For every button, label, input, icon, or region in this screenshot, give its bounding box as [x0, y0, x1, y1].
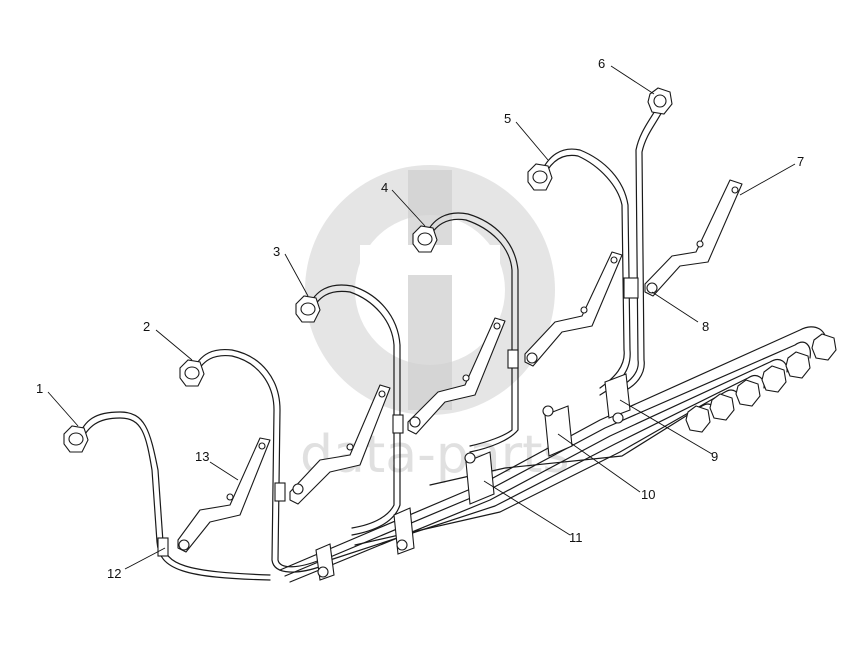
injection-pipe-1 [77, 411, 271, 581]
bracket-7 [644, 179, 743, 297]
callout-1: 1 [36, 381, 43, 396]
watermark-logo [305, 165, 555, 415]
clamp-10 [544, 405, 573, 457]
callout-10: 10 [641, 487, 655, 502]
union-nut-2 [179, 359, 205, 387]
callouts: 1 2 3 4 5 6 7 8 9 10 11 12 13 [36, 56, 804, 581]
union-nut-b4 [735, 379, 761, 407]
union-nut-6 [647, 87, 673, 115]
union-nut-3 [295, 295, 321, 323]
callout-11: 11 [569, 530, 583, 545]
injection-pipe-4 [424, 212, 519, 453]
callout-7: 7 [797, 154, 804, 169]
union-nut-5 [527, 163, 553, 191]
injection-pipe-6 [617, 101, 665, 393]
clamp-8 [623, 277, 639, 299]
callout-9: 9 [711, 449, 718, 464]
callout-4: 4 [381, 180, 388, 195]
union-nut-b6 [685, 405, 711, 433]
injection-pipe-2 [191, 348, 323, 573]
clamps [157, 277, 658, 581]
leader-lines [47, 65, 796, 570]
union-nut-4 [412, 225, 438, 253]
clamp-9 [604, 373, 631, 419]
brackets [177, 179, 743, 553]
callout-3: 3 [273, 244, 280, 259]
clamp-11 [465, 451, 495, 505]
callout-12: 12 [107, 566, 121, 581]
union-nut-1 [63, 425, 89, 453]
union-nut-b2 [785, 351, 811, 379]
union-nut-b5 [709, 393, 735, 421]
callout-13: 13 [195, 449, 209, 464]
watermark-text: data-parts [300, 425, 570, 485]
union-nut-b1 [811, 333, 837, 361]
callout-2: 2 [143, 319, 150, 334]
callout-5: 5 [504, 111, 511, 126]
union-nuts [63, 87, 837, 453]
callout-6: 6 [598, 56, 605, 71]
callout-8: 8 [702, 319, 709, 334]
injection-pipe-3 [307, 284, 401, 536]
clamp-12 [157, 537, 169, 557]
bracket-13 [177, 437, 271, 553]
union-nut-b3 [761, 365, 787, 393]
